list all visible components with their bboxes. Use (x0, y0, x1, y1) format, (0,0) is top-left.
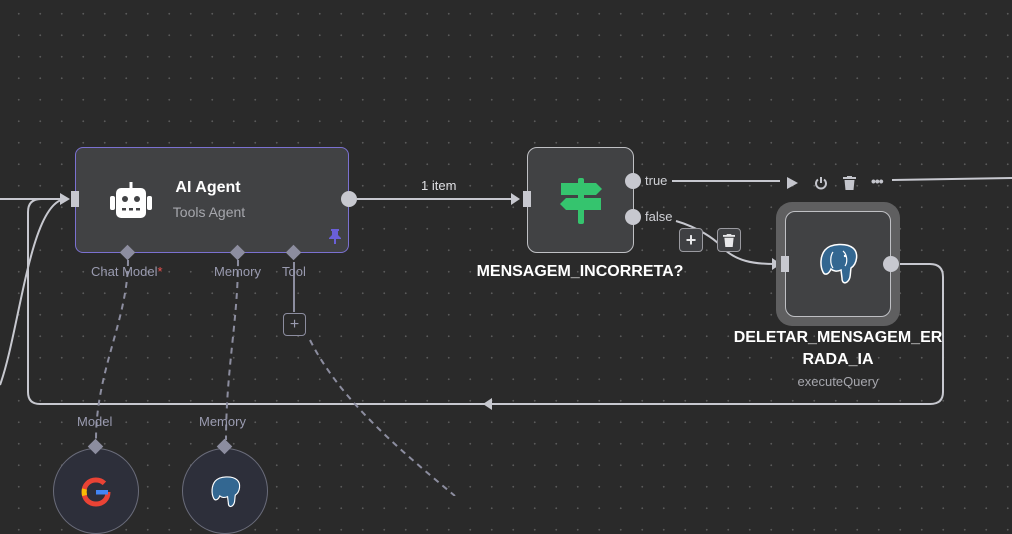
connection-tool-dashed[interactable] (309, 339, 456, 496)
if-true-handle[interactable] (625, 173, 641, 189)
ai-agent-input-handle[interactable] (71, 191, 79, 207)
delete-connection-button[interactable] (717, 228, 741, 252)
if-false-handle[interactable] (625, 209, 641, 225)
ai-agent-title: AI Agent (175, 179, 241, 196)
add-tool-button[interactable]: + (283, 313, 306, 336)
memory-label: Memory (214, 264, 261, 279)
trash-icon[interactable] (843, 176, 856, 190)
robot-icon (110, 182, 152, 218)
postgres-elephant-icon (211, 476, 241, 508)
chat-model-label: Chat Model* (91, 264, 163, 279)
connection-incoming-curve[interactable] (0, 198, 67, 386)
postgres-output-handle[interactable] (883, 256, 899, 272)
true-output-label: true (645, 173, 668, 188)
if-node-title: MENSAGEM_INCORRETA? (476, 263, 684, 280)
postgres-elephant-icon (820, 243, 858, 284)
arrow-head (511, 193, 520, 205)
required-marker: * (157, 264, 163, 279)
memory-node-label: Memory (199, 414, 246, 429)
signpost-icon (560, 178, 602, 224)
postgres-node[interactable] (785, 211, 891, 317)
model-node[interactable] (53, 448, 139, 534)
power-icon[interactable] (814, 176, 828, 190)
connection-memory[interactable] (225, 259, 239, 441)
connections-layer (0, 177, 1012, 496)
arrow-head (60, 193, 70, 205)
connection-chat-model[interactable] (95, 259, 129, 441)
model-node-label: Model (77, 414, 113, 429)
postgres-title-line2: RADA_IA (802, 351, 874, 368)
tool-label: Tool (282, 264, 306, 279)
ai-agent-node[interactable]: AI Agent Tools Agent (75, 147, 349, 253)
google-icon (81, 477, 111, 507)
arrow-head (483, 398, 492, 410)
trash-icon (723, 233, 735, 247)
postgres-title-line1: DELETAR_MENSAGEM_ER (733, 329, 943, 346)
pin-icon[interactable] (328, 228, 342, 244)
if-node[interactable] (527, 147, 634, 253)
postgres-node-subtitle: executeQuery (797, 374, 879, 389)
add-node-button[interactable]: + (679, 228, 703, 252)
ai-agent-subtitle: Tools Agent (172, 204, 246, 220)
postgres-node-title: DELETAR_MENSAGEM_ER RADA_IA (728, 327, 948, 371)
memory-node[interactable] (182, 448, 268, 534)
play-icon[interactable] (785, 176, 799, 190)
edge-item-count: 1 item (421, 178, 457, 193)
more-icon[interactable]: ••• (871, 173, 884, 189)
connection-loop-back[interactable] (27, 198, 944, 405)
false-output-label: false (645, 209, 673, 224)
if-input-handle[interactable] (523, 191, 531, 207)
connection-true-b[interactable] (891, 177, 1012, 181)
postgres-input-handle[interactable] (781, 256, 789, 272)
ai-agent-output-handle[interactable] (341, 191, 357, 207)
